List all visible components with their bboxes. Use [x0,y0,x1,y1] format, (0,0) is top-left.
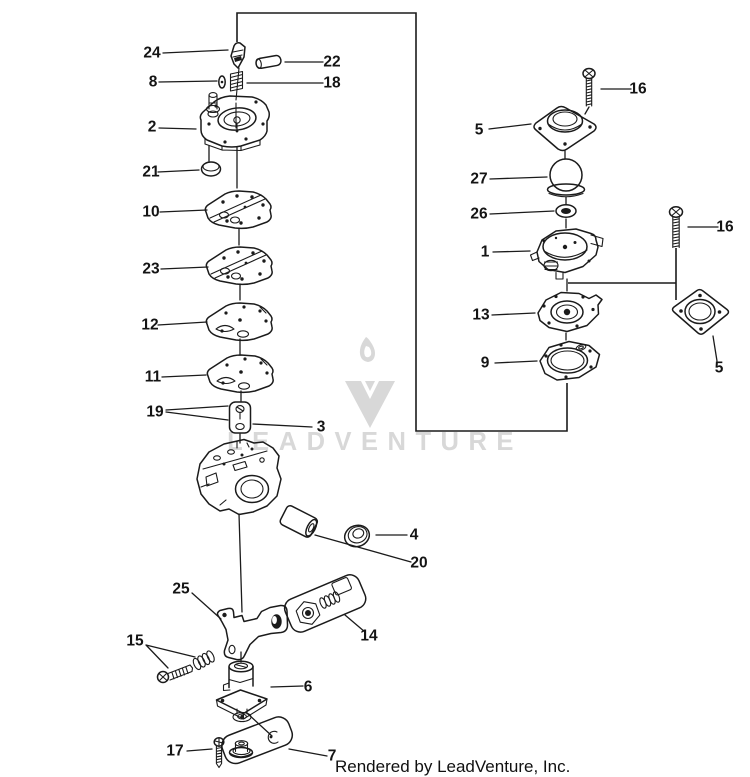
leader-2 [158,127,197,130]
callout-5a: 5 [475,122,484,139]
callout-15: 15 [126,633,144,650]
leader-12 [157,321,208,326]
part-12-gasket-plate [205,302,273,342]
part-27-primer-bulb [546,158,586,198]
leader-25 [191,592,222,620]
callout-11: 11 [145,369,162,386]
callout-26: 26 [470,206,488,223]
callout-8: 8 [149,74,158,91]
leader-26 [489,210,555,215]
assembly-connector-main [236,12,568,432]
part-4-seal-ring [343,524,371,548]
leader-14 [344,614,366,633]
callout-27: 27 [470,171,487,188]
callout-9: 9 [481,355,490,372]
part-9-pump-gasket [539,340,601,381]
callout-19: 19 [146,404,164,421]
leader-9 [494,360,538,364]
part-15-screw-and-spring [156,650,215,684]
callout-14: 14 [360,628,378,645]
callout-20: 20 [410,555,427,572]
leader-20 [314,534,412,563]
leader-21 [157,169,200,173]
part-10-diaphragm-plate [204,190,272,230]
part-13-pump-diaphragm [537,291,603,333]
callout-22: 22 [323,54,340,71]
assembly-connector-right [568,248,677,300]
part-8-retainer-clip [218,75,226,89]
callout-16a: 16 [629,81,647,98]
leader-13 [491,312,536,316]
part-16-screw-b [668,206,684,249]
callout-23: 23 [142,261,160,278]
leader-5a [488,123,532,130]
part-6-fuel-valve [215,660,268,723]
carburetor-body [196,438,282,516]
leader-27 [489,176,548,180]
leader-15 [145,644,196,669]
callout-25: 25 [172,581,190,598]
part-25-bracket [216,604,289,661]
leader-23 [160,266,209,270]
part-18-spring [229,70,244,92]
leader-10 [159,209,208,213]
callout-16b: 16 [716,219,734,236]
part-16-screw-a [582,67,596,107]
leader-1 [492,250,531,253]
leader-8 [158,80,218,83]
part-22-pin [255,54,282,70]
callout-1: 1 [481,244,490,261]
leader-19 [165,405,229,421]
part-26-washer [555,204,577,218]
leader-24 [162,49,229,54]
callout-5b: 5 [715,360,724,377]
part-7-mounting-plate [221,716,294,765]
callout-13: 13 [472,307,490,324]
stack-lines [208,67,590,737]
render-credit: Rendered by LeadVenture, Inc. [335,757,571,776]
callout-3: 3 [317,419,326,436]
part-23-diaphragm-plate [205,246,273,286]
callout-21: 21 [142,164,160,181]
part-20-sleeve [279,505,319,538]
leader-5b [712,335,718,362]
part-5-pump-cover-a [533,105,597,152]
part-24-inlet-needle [230,42,246,69]
part-14-throttle-assembly [283,574,367,633]
leader-11 [161,374,207,378]
callout-2: 2 [148,119,157,136]
callout-6: 6 [304,679,313,696]
leader-3 [252,423,313,428]
leadventure-watermark-logo [345,337,395,428]
part-19-valve-block [228,401,252,434]
part-17-screw [213,737,225,769]
part-11-gasket-plate [206,354,274,394]
leadventure-watermark-text: LEADVENTURE [227,428,523,456]
part-2-metering-cover [199,92,270,152]
leader-7 [288,748,328,757]
callout-10: 10 [142,204,159,221]
part-1-primer-base [529,228,604,280]
leader-17 [186,748,213,752]
part-5-pump-cover-b [671,288,730,335]
callout-7: 7 [328,748,337,765]
callout-4: 4 [410,527,419,544]
leader-6 [270,685,304,688]
callout-17: 17 [166,743,183,760]
callout-12: 12 [141,317,158,334]
part-21-cap [200,161,222,177]
callout-24: 24 [143,45,161,62]
callout-18: 18 [323,75,341,92]
